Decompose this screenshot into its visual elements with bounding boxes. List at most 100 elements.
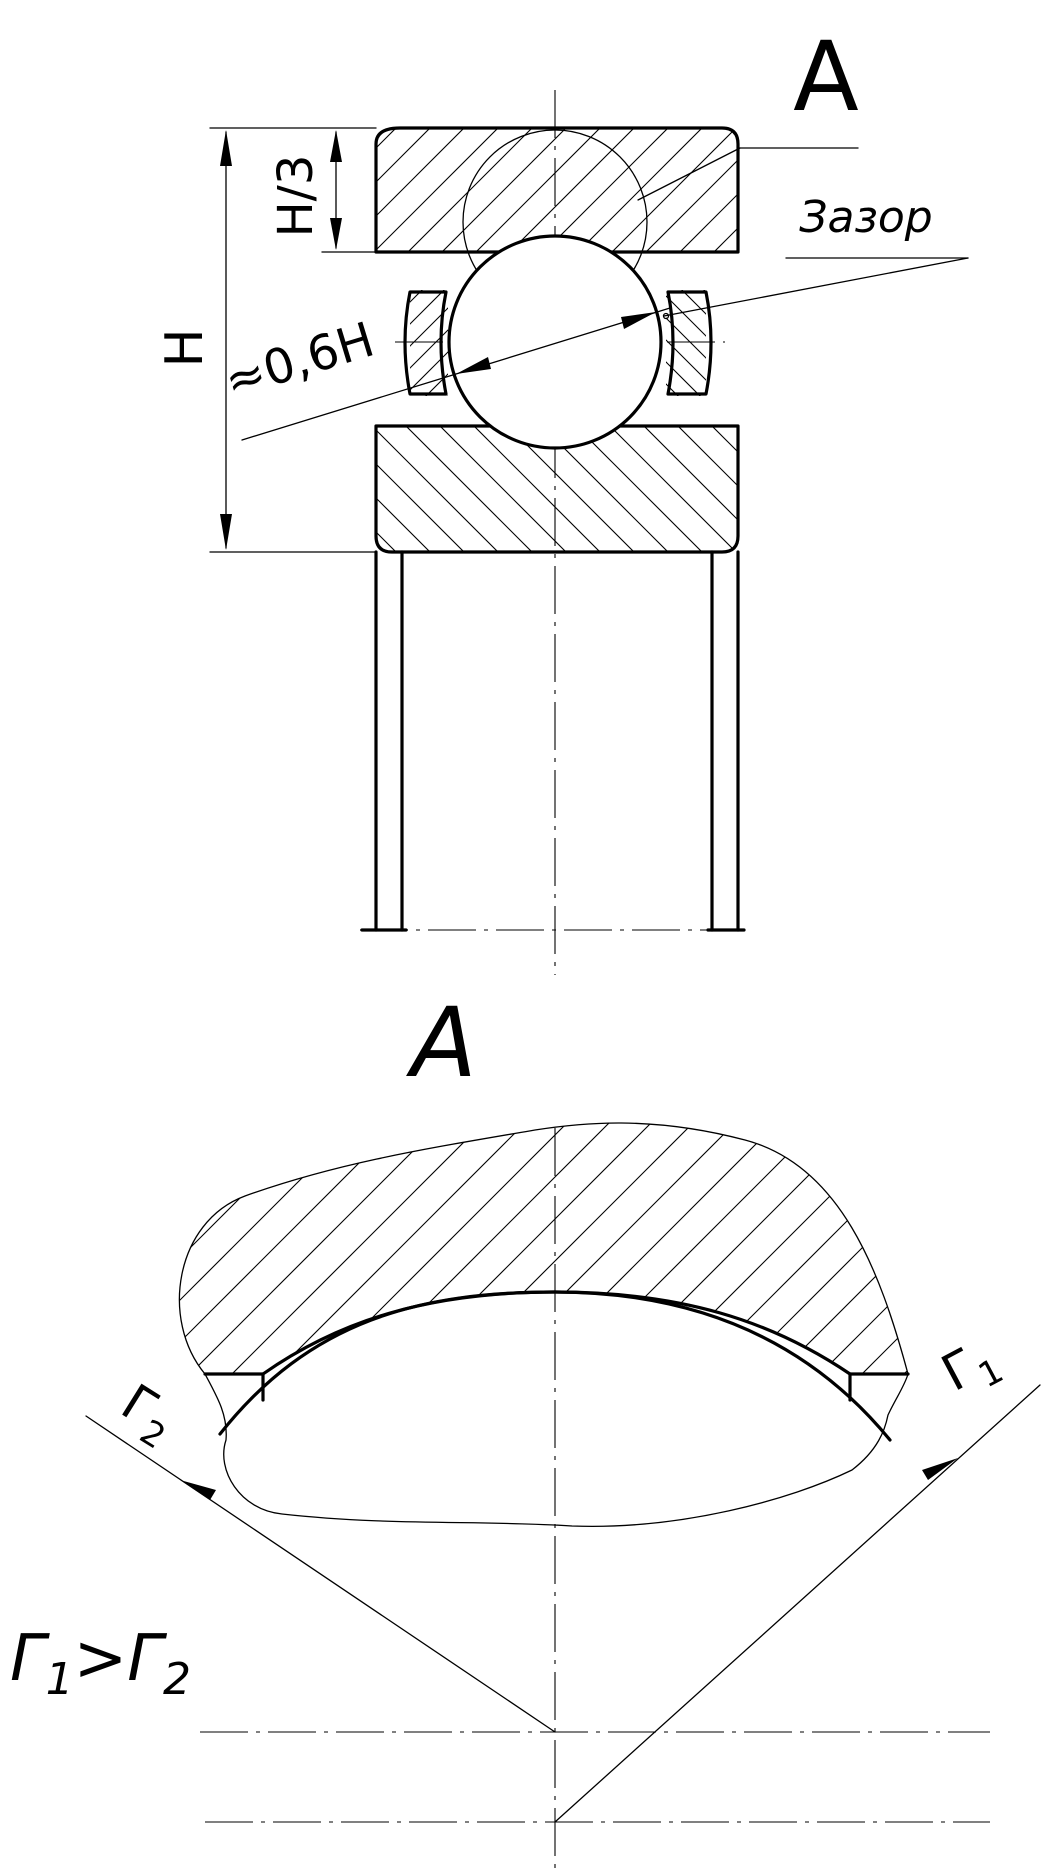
hatch-line [477, 1122, 749, 1374]
radius-large-leader [554, 1384, 1041, 1823]
hatch-line [421, 290, 448, 396]
gap-leader [663, 257, 969, 317]
gap-leader-dot [662, 312, 670, 320]
hatch-line [225, 1122, 497, 1374]
ball-arrow-left [456, 357, 491, 374]
hatch-line [230, 420, 370, 560]
relation-operator: > [74, 1622, 128, 1696]
hatch-line [740, 420, 880, 560]
hatch-line [433, 426, 575, 552]
hatch-line [393, 1122, 665, 1374]
detail-break-outline [178, 1122, 909, 1528]
view-label-detail: A [405, 987, 477, 1099]
relation-right-symbol: Г [127, 1622, 167, 1696]
h-arrow-bottom [220, 514, 232, 550]
hatch-line [705, 128, 738, 252]
ball [447, 234, 663, 450]
hatch-line [179, 1122, 287, 1374]
hatch-line [765, 285, 880, 400]
hatch-line [569, 128, 711, 252]
hatch-line [376, 426, 405, 552]
cage-right-hatching [666, 285, 924, 400]
hatch-line [637, 426, 738, 552]
radius-small-arrow [180, 1480, 216, 1500]
hatch-line [410, 290, 448, 396]
cage-right [666, 290, 713, 396]
detail-ring-hatching [0, 1110, 1047, 1380]
hatch-line [179, 1122, 329, 1374]
hatch-line [603, 1122, 875, 1374]
relation-left-symbol: Г [10, 1622, 50, 1696]
hatch-line [179, 1122, 413, 1374]
hatch-line [666, 290, 706, 396]
h3-arrow-top [330, 130, 342, 162]
hatch-line [376, 426, 439, 552]
groove-arc-large-radius [261, 1290, 852, 1376]
hatch-line [809, 285, 924, 400]
hatch-line [467, 426, 609, 552]
hatch-line [501, 128, 643, 252]
hatch-line [897, 1122, 908, 1374]
relation-left-index: 1 [46, 1654, 74, 1705]
hatch-line [183, 1122, 455, 1374]
hatch-line [267, 1122, 539, 1374]
hatch-line [309, 1122, 581, 1374]
hatch-line [787, 285, 902, 400]
ball-arrow-right [621, 312, 656, 329]
hatch-line [808, 420, 948, 560]
hatch-line [645, 1122, 908, 1374]
hatch-line [410, 290, 448, 396]
inner-ring [374, 424, 740, 554]
hatch-line [376, 426, 507, 552]
hatch-line [1024, 1110, 1047, 1380]
hatch-line [982, 1110, 1047, 1380]
hatch-line [519, 1122, 791, 1374]
hatch-line [0, 1110, 160, 1380]
hatch-line [666, 290, 706, 396]
hatch-line [813, 1122, 908, 1374]
hatch-line [774, 420, 914, 560]
cage-left [403, 290, 448, 396]
hatch-line [603, 426, 738, 552]
hatch-line [410, 290, 448, 396]
hatch-line [433, 128, 575, 252]
hatch-line [376, 426, 473, 552]
dimension-ball-label: ≈0,6H [218, 312, 380, 410]
h3-arrow-bottom [330, 218, 342, 250]
hatch-line [666, 290, 706, 396]
hatch-line [179, 1122, 203, 1374]
hatch-line [876, 420, 1016, 560]
hatch-line [603, 128, 738, 252]
hatch-line [399, 128, 541, 252]
hatch-line [771, 1122, 908, 1374]
hatch-line [467, 128, 609, 252]
h-arrow-top [220, 130, 232, 166]
radius-large-label: Г1 [932, 1327, 1009, 1411]
hatch-line [179, 1122, 245, 1374]
hatch-line [351, 1122, 623, 1374]
inner-ring-hatching [230, 420, 1016, 560]
radius-small-leader [85, 1415, 556, 1733]
hatch-line [687, 1122, 908, 1374]
radius-relation: Г1>Г2 [10, 1622, 191, 1705]
dimension-h3-label: H/3 [268, 155, 324, 238]
radius-large-arrow [922, 1458, 958, 1480]
hatch-line [671, 128, 738, 252]
hatch-line [743, 285, 858, 400]
radius-small-label: Г2 [107, 1373, 187, 1457]
hatch-line [569, 426, 711, 552]
hatch-line [376, 128, 473, 252]
hatch-line [637, 128, 738, 252]
hatch-line [671, 426, 738, 552]
cage-left-hatching [410, 290, 448, 396]
hatch-line [376, 128, 507, 252]
hatch-line [666, 290, 705, 396]
hatch-line [855, 1122, 908, 1374]
hatch-line [676, 290, 706, 396]
dimension-h-label: H [155, 328, 215, 367]
view-label-top: A [793, 21, 859, 133]
hatch-line [376, 128, 405, 252]
view-a-leader [637, 147, 741, 201]
outer-ring-hatching [376, 128, 738, 252]
